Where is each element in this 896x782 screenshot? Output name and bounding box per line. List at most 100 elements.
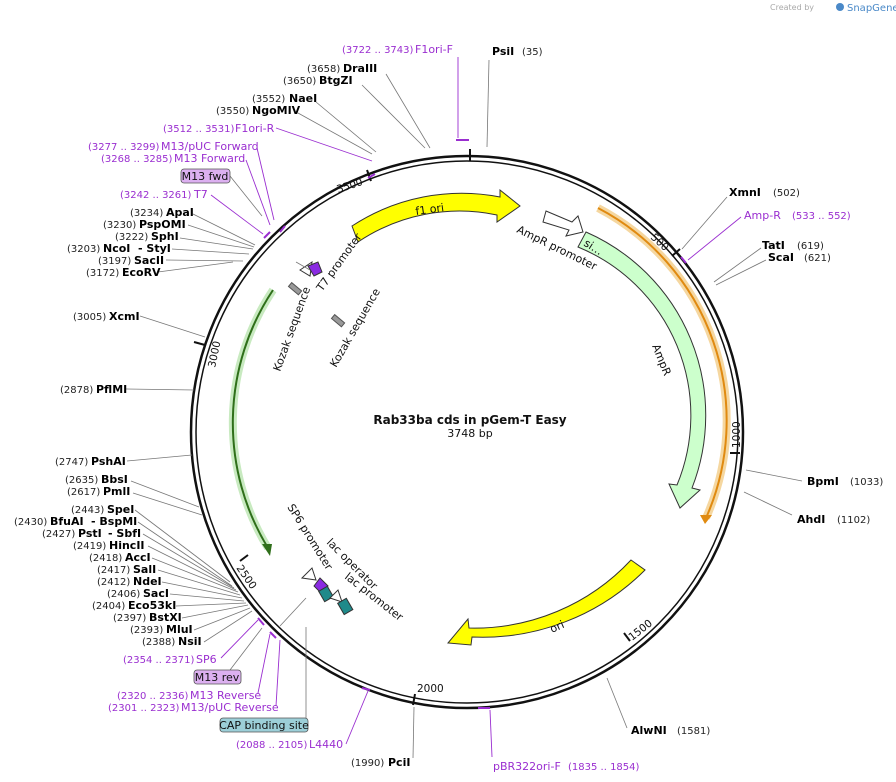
sp6-promoter-arrow[interactable] (300, 567, 317, 581)
enzyme-tati[interactable]: TatI (762, 239, 785, 252)
primer-sp6-range: (2354 .. 2371) (123, 655, 195, 666)
enzyme-apai[interactable]: ApaI (166, 206, 194, 219)
primer-sp6[interactable]: SP6 (196, 653, 217, 666)
enzyme-psii[interactable]: PsiI (492, 45, 514, 58)
enzyme-sacii[interactable]: SacII (134, 254, 164, 267)
enzyme-tati-pos: (619) (797, 241, 824, 252)
primer-marks (257, 139, 687, 709)
enzyme-xcmi-pos: (3005) (73, 312, 106, 323)
f1-ori-feature[interactable] (351, 188, 521, 243)
primer-l4440[interactable]: L4440 (309, 738, 343, 751)
kozak-label-1: Kozak sequence (271, 285, 314, 373)
primer-pbr322ori-f-range: (1835 .. 1854) (568, 762, 640, 773)
enzyme-ndei-pos: (2412) (97, 577, 130, 588)
m13-fwd-box[interactable] (180, 168, 231, 184)
t7-promoter-label: T7 promoter (313, 231, 365, 295)
enzyme-bspmi[interactable]: - BspMI (91, 515, 137, 528)
ampr-label: AmpR (649, 342, 673, 378)
m13-fwd-label: M13 fwd (182, 170, 229, 183)
enzyme-ndei[interactable]: NdeI (133, 575, 162, 588)
primer-leader-lines (210, 57, 742, 758)
enzyme-psppomi[interactable]: PspOMI (139, 218, 186, 231)
primer-m13puc-rev[interactable]: M13/pUC Reverse (181, 701, 279, 714)
enzyme-nsii[interactable]: NsiI (178, 635, 202, 648)
ampr-promoter-feature[interactable] (542, 210, 584, 237)
enzyme-naei[interactable]: NaeI (289, 92, 317, 105)
enzyme-sali[interactable]: SalI (133, 563, 156, 576)
enzyme-psti[interactable]: PstI (78, 527, 102, 540)
enzyme-ngomiv[interactable]: NgoMIV (252, 104, 301, 117)
backbone-inner (195, 160, 739, 704)
enzyme-psppomi-pos: (3230) (103, 220, 136, 231)
enzyme-pshai-pos: (2747) (55, 457, 88, 468)
lac-promoter-arrow[interactable] (329, 589, 343, 603)
primer-pbr322ori-f[interactable]: pBR322ori-F (493, 760, 561, 773)
enzyme-draiii[interactable]: DraIII (343, 62, 377, 75)
enzyme-bpmi[interactable]: BpmI (807, 475, 839, 488)
enzyme-sphi[interactable]: SphI (151, 230, 179, 243)
enzyme-ncoi[interactable]: NcoI (103, 242, 130, 255)
m13-rev-box[interactable] (193, 669, 242, 685)
enzyme-pmli[interactable]: PmlI (103, 485, 130, 498)
enzyme-scai[interactable]: ScaI (768, 251, 794, 264)
enzyme-xcmi[interactable]: XcmI (109, 310, 140, 323)
enzyme-pcii-pos: (1990) (351, 758, 384, 769)
enzyme-labels: PsiI (35) (3658) DraIII (3650) BtgZI (35… (14, 45, 883, 769)
tick-label-3500: 3500 (335, 176, 364, 196)
enzyme-alwni-pos: (1581) (677, 726, 710, 737)
primer-m13-fwd[interactable]: M13 Forward (174, 152, 245, 165)
enzyme-hincii-pos: (2419) (73, 541, 106, 552)
snapgene-brand: SnapGene (847, 3, 896, 14)
enzyme-leader-lines (125, 59, 803, 759)
primer-l4440-range: (2088 .. 2105) (236, 740, 308, 751)
enzyme-alwni[interactable]: AlwNI (631, 724, 667, 737)
enzyme-pcii[interactable]: PciI (388, 756, 410, 769)
lac-promoter-feature[interactable] (336, 597, 354, 616)
enzyme-pmli-pos: (2617) (67, 487, 100, 498)
enzyme-psti-pos: (2427) (42, 529, 75, 540)
m13-rev-label: M13 rev (195, 671, 240, 684)
enzyme-mlui[interactable]: MluI (166, 623, 193, 636)
cap-binding-site-box[interactable] (219, 717, 309, 733)
enzyme-pflmi-pos: (2878) (60, 385, 93, 396)
enzyme-eco53ki[interactable]: Eco53kI (128, 599, 176, 612)
enzyme-bbsi[interactable]: BbsI (101, 473, 128, 486)
ampr-feature[interactable] (577, 231, 707, 509)
kozak-feature-2[interactable] (330, 313, 346, 328)
tick-label-1000: 1000 (731, 421, 743, 448)
primer-amp-r[interactable]: Amp-R (744, 209, 781, 222)
enzyme-styi[interactable]: - StyI (138, 242, 171, 255)
kozak-feature-1[interactable] (287, 281, 303, 296)
primer-t7[interactable]: T7 (193, 188, 208, 201)
enzyme-spei[interactable]: SpeI (107, 503, 134, 516)
enzyme-bpmi-pos: (1033) (850, 477, 883, 488)
primer-m13-rev[interactable]: M13 Reverse (190, 689, 261, 702)
primer-m13puc-fwd-range: (3277 .. 3299) (88, 142, 160, 153)
enzyme-pshai[interactable]: PshAI (91, 455, 126, 468)
primer-f1ori-f[interactable]: F1ori-F (415, 43, 453, 56)
ori-feature[interactable] (447, 559, 646, 646)
primer-m13-rev-range: (2320 .. 2336) (117, 691, 189, 702)
primer-f1ori-r[interactable]: F1ori-R (235, 122, 275, 135)
enzyme-bfuai[interactable]: BfuAI (50, 515, 84, 528)
t7-promoter-mark[interactable] (307, 261, 323, 277)
enzyme-naei-pos: (3552) (252, 94, 285, 105)
primer-t7-range: (3242 .. 3261) (120, 190, 192, 201)
enzyme-bstxi[interactable]: BstXI (149, 611, 182, 624)
created-by-text: Created by (770, 3, 814, 12)
orange-arc-head (700, 515, 712, 524)
enzyme-pflmi[interactable]: PflMI (96, 383, 127, 396)
enzyme-ncoi-pos: (3203) (67, 244, 100, 255)
enzyme-btgzi[interactable]: BtgZI (319, 74, 353, 87)
enzyme-saci[interactable]: SacI (143, 587, 169, 600)
enzyme-hincii[interactable]: HincII (109, 539, 145, 552)
enzyme-ahdi[interactable]: AhdI (797, 513, 825, 526)
enzyme-apai-pos: (3234) (130, 208, 163, 219)
enzyme-sbfi[interactable]: - SbfI (108, 527, 141, 540)
enzyme-acci[interactable]: AccI (125, 551, 151, 564)
enzyme-ecorv[interactable]: EcoRV (122, 266, 161, 279)
primer-m13puc-fwd[interactable]: M13/pUC Forward (161, 140, 259, 153)
enzyme-xmni[interactable]: XmnI (729, 186, 761, 199)
enzyme-ecorv-pos: (3172) (86, 268, 119, 279)
